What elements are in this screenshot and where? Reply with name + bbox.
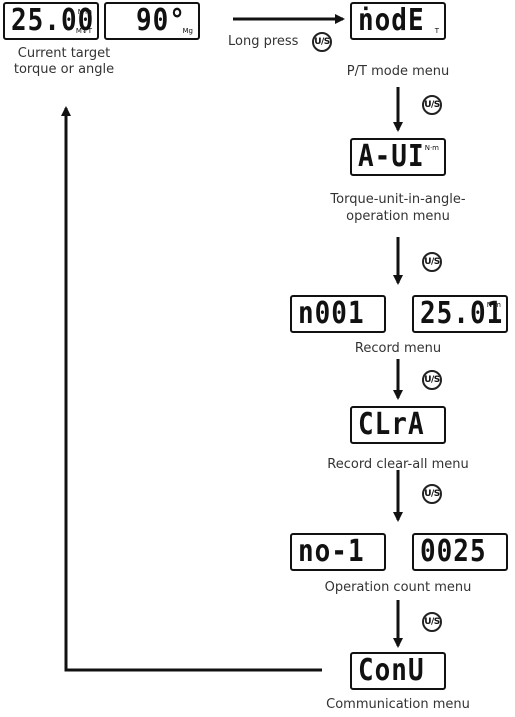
unit-menu-value: A-UI bbox=[358, 139, 425, 175]
record-value: 25.01 bbox=[420, 296, 504, 332]
mode-menu-label: P/T mode menu bbox=[346, 64, 450, 79]
record-unit: N·m bbox=[486, 301, 501, 309]
record-value-display: 25.01 N·m bbox=[412, 295, 508, 333]
torque-sub-indicator: M↕T bbox=[75, 27, 92, 35]
us-button-icon: U/S bbox=[422, 612, 442, 632]
angle-unit: Mg bbox=[182, 27, 193, 35]
clear-menu-label: Record clear-all menu bbox=[327, 457, 469, 472]
us-button-icon: U/S bbox=[422, 370, 442, 390]
count-menu-label: Operation count menu bbox=[324, 580, 472, 595]
mode-display: ṅodE T bbox=[350, 2, 446, 40]
comm-value: ConU bbox=[358, 653, 425, 689]
current-target-label-2: torque or angle bbox=[13, 62, 115, 77]
angle-display: 90° Mg bbox=[104, 2, 200, 40]
angle-value: 90° bbox=[136, 3, 186, 39]
count-label-value: no-1 bbox=[298, 534, 365, 570]
mode-value: ṅodE bbox=[358, 3, 425, 39]
us-button-icon: U/S bbox=[312, 32, 332, 52]
torque-display: 25.00 N·m M↕T bbox=[3, 2, 99, 40]
record-number-display: n001 bbox=[290, 295, 386, 333]
us-button-icon: U/S bbox=[422, 252, 442, 272]
us-button-icon: U/S bbox=[422, 95, 442, 115]
long-press-label: Long press bbox=[228, 34, 299, 49]
record-number-value: n001 bbox=[298, 296, 365, 332]
clear-display: CLrA bbox=[350, 406, 446, 444]
count-value-display: 0025 bbox=[412, 533, 508, 571]
torque-unit: N·m bbox=[77, 8, 92, 16]
count-value: 0025 bbox=[420, 534, 487, 570]
comm-display: ConU bbox=[350, 652, 446, 690]
unit-menu-label-2: operation menu bbox=[346, 209, 450, 224]
clear-value: CLrA bbox=[358, 407, 425, 443]
unit-menu-display: A-UI N·m bbox=[350, 138, 446, 176]
return-arrow bbox=[61, 106, 322, 672]
unit-menu-label-1: Torque-unit-in-angle- bbox=[330, 192, 466, 207]
unit-menu-unit: N·m bbox=[424, 144, 439, 152]
us-button-icon: U/S bbox=[422, 484, 442, 504]
comm-menu-label: Communication menu bbox=[326, 697, 470, 712]
current-target-label-1: Current target bbox=[17, 46, 111, 61]
mode-sub-indicator: T bbox=[434, 27, 439, 35]
torque-value: 25.00 bbox=[11, 3, 95, 39]
count-label-display: no-1 bbox=[290, 533, 386, 571]
record-menu-label: Record menu bbox=[354, 341, 442, 356]
